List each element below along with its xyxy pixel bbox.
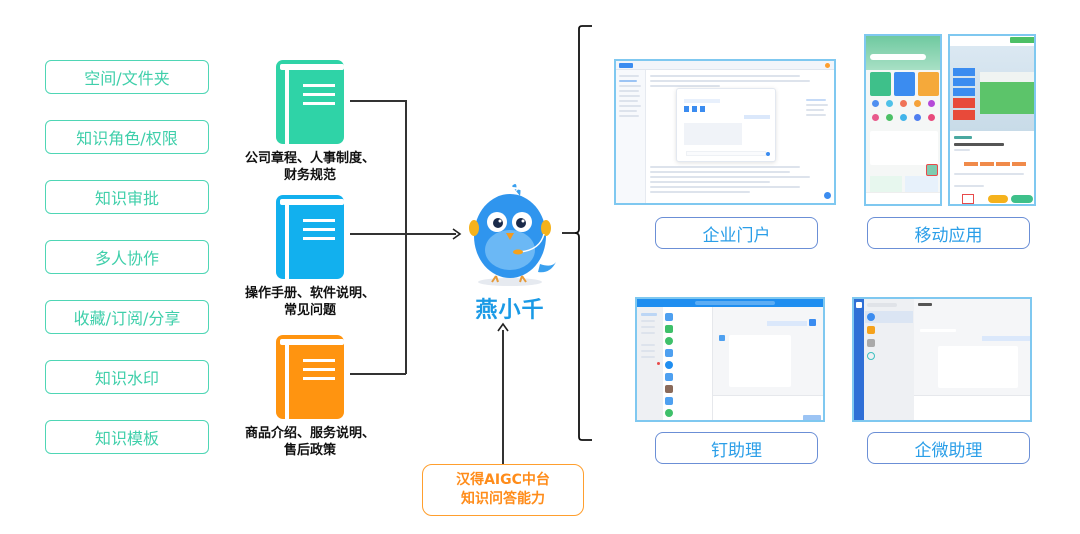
- connector-line: [406, 233, 456, 235]
- knowledge-source-label-manuals: 操作手册、软件说明、 常见问题: [215, 285, 405, 319]
- label-line: 财务规范: [283, 168, 336, 183]
- label-line: 商品介绍、服务说明、: [244, 426, 375, 441]
- platform-line2: 知识问答能力: [461, 491, 545, 507]
- feature-label: 知识模板: [94, 429, 159, 448]
- feature-label: 知识审批: [94, 189, 159, 208]
- connector-line: [350, 233, 406, 235]
- connector-line: [350, 373, 406, 375]
- channel-dingtalk-assistant: 钉助理: [655, 432, 818, 464]
- arrow-right-icon: [452, 228, 462, 240]
- platform-line1: 汉得AIGC中台: [456, 472, 550, 488]
- arrow-up-icon: [497, 322, 509, 332]
- dingtalk-assistant-screenshot: [635, 297, 825, 422]
- connector-line: [350, 100, 406, 102]
- enterprise-portal-screenshot: [614, 59, 836, 205]
- bird-mascot-icon: [469, 184, 556, 286]
- mobile-app-screenshot: [864, 34, 942, 206]
- knowledge-source-label-policies: 公司章程、人事制度、 财务规范: [215, 150, 405, 184]
- feature-watermark: 知识水印: [45, 360, 209, 394]
- feature-label: 知识角色/权限: [76, 129, 178, 148]
- wecom-assistant-screenshot: [852, 297, 1032, 422]
- mobile-product-screenshot: [948, 34, 1036, 206]
- bracket: [574, 25, 592, 441]
- connector-line: [405, 100, 407, 374]
- feature-template: 知识模板: [45, 420, 209, 454]
- feature-label: 多人协作: [94, 249, 159, 268]
- feature-label: 知识水印: [94, 369, 159, 388]
- label-line: 售后政策: [283, 443, 336, 458]
- connector-line: [562, 232, 578, 234]
- channel-wecom-assistant: 企微助理: [867, 432, 1030, 464]
- book-icon: [276, 60, 344, 144]
- channel-enterprise-portal: 企业门户: [655, 217, 818, 249]
- label-line: 常见问题: [283, 303, 336, 318]
- feature-collaboration: 多人协作: [45, 240, 209, 274]
- label-line: 公司章程、人事制度、: [244, 151, 375, 166]
- feature-label: 收藏/订阅/分享: [73, 309, 181, 328]
- feature-space-folder: 空间/文件夹: [45, 60, 209, 94]
- connector-line: [502, 330, 504, 464]
- channel-label: 钉助理: [711, 440, 762, 461]
- feature-approval: 知识审批: [45, 180, 209, 214]
- assistant-name: 燕小千: [475, 298, 545, 323]
- channel-mobile-app: 移动应用: [867, 217, 1030, 249]
- channel-label: 移动应用: [914, 225, 983, 246]
- book-icon: [276, 335, 344, 419]
- feature-roles-permissions: 知识角色/权限: [45, 120, 209, 154]
- knowledge-source-label-products: 商品介绍、服务说明、 售后政策: [215, 425, 405, 459]
- channel-label: 企业门户: [702, 225, 771, 246]
- feature-label: 空间/文件夹: [84, 69, 170, 88]
- label-line: 操作手册、软件说明、: [244, 286, 375, 301]
- aigc-platform-box: 汉得AIGC中台 知识问答能力: [422, 464, 584, 516]
- book-icon: [276, 195, 344, 279]
- channel-label: 企微助理: [914, 440, 983, 461]
- feature-favorite-subscribe-share: 收藏/订阅/分享: [45, 300, 209, 334]
